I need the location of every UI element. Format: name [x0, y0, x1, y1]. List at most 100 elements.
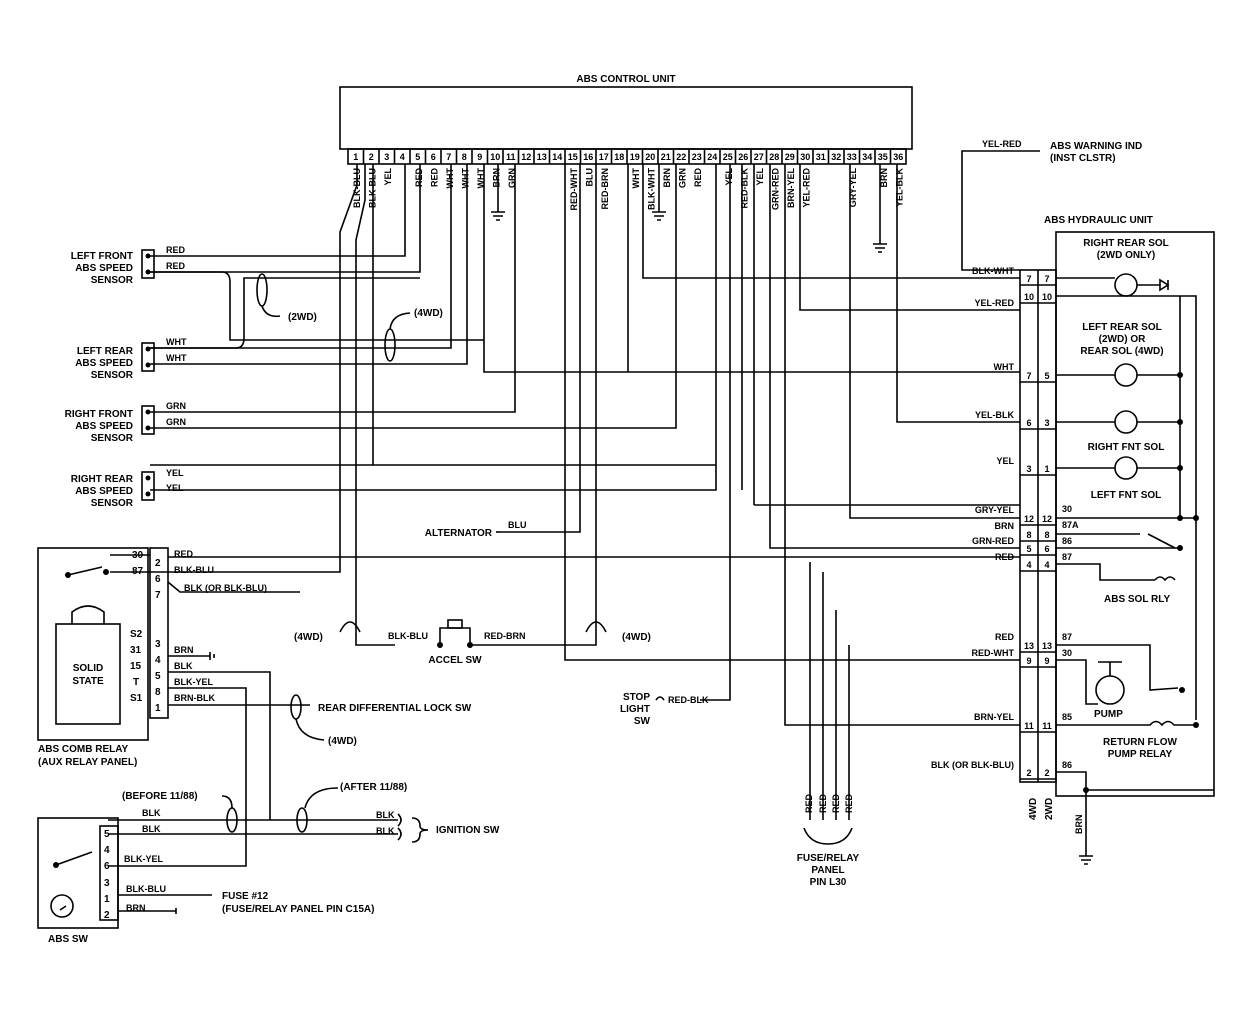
- fp-label-3: PIN L30: [810, 877, 847, 888]
- comb-pin-6: 6: [155, 574, 161, 585]
- lr-sol-sub2: REAR SOL (4WD): [1080, 346, 1163, 357]
- ignition-label: IGNITION SW: [436, 825, 500, 836]
- stop-label-3: SW: [634, 716, 651, 727]
- comb-term-15: 15: [130, 661, 142, 672]
- hyd-wire-label: GRN-RED: [972, 536, 1014, 546]
- lr-wire-1: WHT: [166, 337, 187, 347]
- rfp-label-1: RETURN FLOW: [1103, 737, 1177, 748]
- hyd-pin-4wd: 7: [1026, 371, 1031, 381]
- comb-wire-brnblk: BRN-BLK: [174, 693, 215, 703]
- hyd-pin-4wd: 8: [1026, 530, 1031, 540]
- hyd-wire-label: YEL-BLK: [975, 410, 1014, 420]
- hyd-wire-label: YEL: [996, 456, 1014, 466]
- abssw-wire-blk-1: BLK: [142, 808, 161, 818]
- fp-wire-1: RED: [804, 793, 814, 813]
- wire-label-pin-8: WHT: [460, 168, 470, 189]
- pin-number-22: 22: [676, 152, 686, 162]
- rr-plug: [141, 471, 155, 501]
- abssw-pin-5: 5: [104, 829, 110, 840]
- warning-wire: [961, 264, 1020, 271]
- solid-state-label-2: STATE: [72, 676, 104, 687]
- wire-label-pin-20: BLK-WHT: [646, 168, 656, 210]
- wire-label-pin-28: GRN-RED: [770, 168, 780, 210]
- comb-term-s1: S1: [130, 693, 143, 704]
- abssw-pin-4: 4: [104, 845, 110, 856]
- wire-label-pin-33: GRY-YEL: [848, 168, 858, 208]
- pin-number-24: 24: [707, 152, 717, 162]
- pin-number-36: 36: [893, 152, 903, 162]
- hyd-terminal-label: 30: [1062, 504, 1072, 514]
- hyd-pin-4wd: 5: [1026, 544, 1031, 554]
- col-4wd: 4WD: [1028, 798, 1039, 820]
- abs-comb-relay: SOLID STATE 30 87 S2 31 15 T S1 2 6 7 3 …: [37, 547, 169, 768]
- hyd-terminal-label: 85: [1062, 712, 1072, 722]
- hyd-terminal-label: 86: [1062, 760, 1072, 770]
- hyd-wire-label: RED: [995, 552, 1015, 562]
- hyd-terminal-label: 86: [1062, 536, 1072, 546]
- pin-number-5: 5: [415, 152, 420, 162]
- accel-label: ACCEL SW: [428, 655, 482, 666]
- abssw-pin-2: 2: [104, 910, 110, 921]
- hyd-pin-4wd: 11: [1024, 721, 1034, 731]
- note-2wd: (2WD): [288, 312, 317, 323]
- abs-warning-indicator: YEL-RED ABS WARNING IND (INST CLSTR): [961, 139, 1142, 264]
- hyd-pin-2wd: 13: [1042, 641, 1052, 651]
- rfp-label-2: PUMP RELAY: [1108, 749, 1173, 760]
- ignition-switch: (BEFORE 11/88) (AFTER 11/88) BLK BLK IGN…: [108, 782, 500, 864]
- hyd-terminal-label: 87A: [1062, 520, 1079, 530]
- note-4wd-c: (4WD): [622, 632, 651, 643]
- pin-number-1: 1: [353, 152, 358, 162]
- accel-wire-2: RED-BRN: [484, 631, 526, 641]
- hyd-wire-label: GRY-YEL: [975, 505, 1015, 515]
- stop-wire: RED-BLK: [668, 695, 709, 705]
- lr-solenoid: [1114, 363, 1138, 387]
- note-4wd-d: (4WD): [328, 736, 357, 747]
- hyd-terminal-label: 87: [1062, 552, 1072, 562]
- pin-number-23: 23: [692, 152, 702, 162]
- pin-number-29: 29: [785, 152, 795, 162]
- left-front-sensor: LEFT FRONT ABS SPEED SENSOR RED RED: [71, 245, 186, 286]
- rear-diff-label: REAR DIFFERENTIAL LOCK SW: [318, 703, 472, 714]
- rf-label-1: RIGHT FRONT: [65, 409, 133, 420]
- hyd-pin-2wd: 9: [1044, 656, 1049, 666]
- comb-pin-5: 5: [155, 671, 161, 682]
- wire-label-pin-10: BRN: [491, 168, 501, 188]
- wire-label-pin-15: RED-WHT: [569, 168, 579, 211]
- comb-pin-7: 7: [155, 590, 161, 601]
- ign-wire-2: BLK: [376, 826, 395, 836]
- comb-pin-8: 8: [155, 687, 161, 698]
- comb-pin-4: 4: [155, 655, 161, 666]
- pin-number-6: 6: [431, 152, 436, 162]
- wire-label-pin-21: BRN: [662, 168, 672, 188]
- ign-wire-1: BLK: [376, 810, 395, 820]
- pin-number-35: 35: [878, 152, 888, 162]
- hydraulic-title: ABS HYDRAULIC UNIT: [1044, 215, 1153, 226]
- fp-label-1: FUSE/RELAY: [797, 853, 860, 864]
- comb-wire-blk-or: BLK (OR BLK-BLU): [184, 583, 267, 593]
- alternator: ALTERNATOR BLU: [425, 520, 527, 539]
- hyd-pin-2wd: 12: [1042, 514, 1052, 524]
- comb-relay-housing: [37, 547, 149, 741]
- col-2wd: 2WD: [1044, 798, 1055, 820]
- hyd-pin-2wd: 2: [1044, 768, 1049, 778]
- wire-label-pin-7: WHT: [445, 168, 455, 189]
- pin-number-15: 15: [568, 152, 578, 162]
- hyd-pin-2wd: 4: [1044, 560, 1049, 570]
- pin-number-20: 20: [645, 152, 655, 162]
- abssw-pin-6: 6: [104, 861, 110, 872]
- pin-number-10: 10: [490, 152, 500, 162]
- rf-wire-1: GRN: [166, 401, 186, 411]
- lf-plug: [141, 249, 155, 279]
- lf-wire-2: RED: [166, 261, 186, 271]
- hyd-pin-2wd: 10: [1042, 292, 1052, 302]
- hyd-pin-2wd: 5: [1044, 371, 1049, 381]
- pin-number-26: 26: [738, 152, 748, 162]
- comb-pin-3: 3: [155, 639, 161, 650]
- warning-wire-label: YEL-RED: [982, 139, 1022, 149]
- pin-number-25: 25: [723, 152, 733, 162]
- accel-switch: BLK-BLU RED-BRN ACCEL SW (4WD) (4WD): [294, 619, 651, 666]
- lf-wire-1: RED: [166, 245, 186, 255]
